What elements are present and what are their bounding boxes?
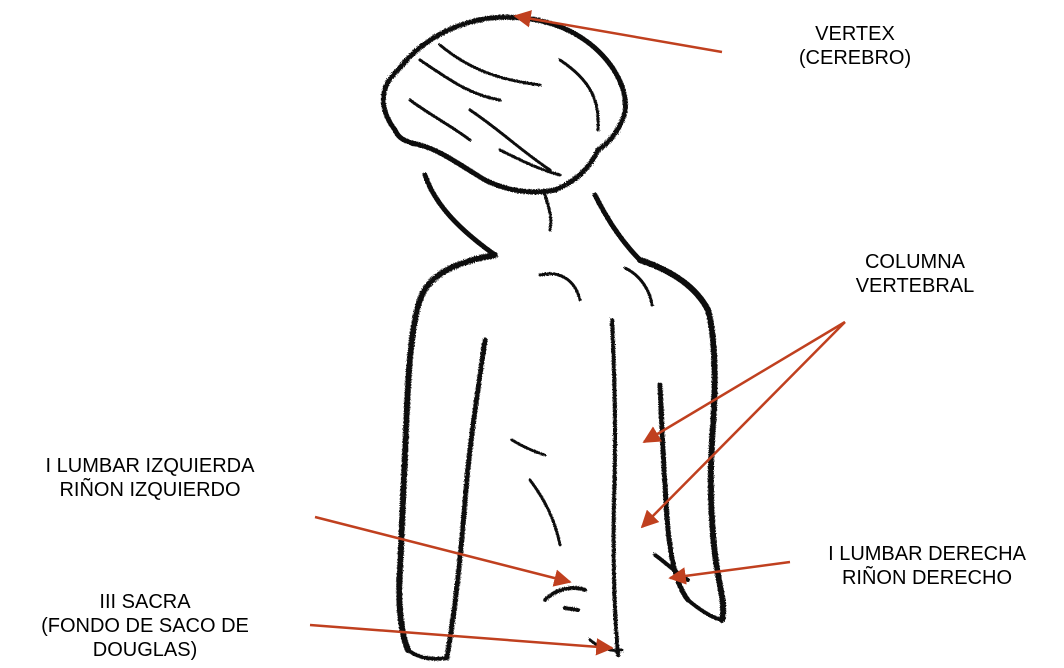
lower-back [545, 588, 585, 610]
right-hand [688, 600, 722, 620]
left-arm-inner [447, 340, 485, 658]
label-sacra-line-1: III SACRA [0, 590, 290, 614]
arrow-vertex [515, 16, 722, 52]
right-scapula [625, 268, 652, 305]
arrow-lumbar-izquierda [315, 517, 570, 582]
label-lumbar-izquierda-line-1: I LUMBAR IZQUIERDA [0, 454, 300, 478]
label-lumbar-derecha: I LUMBAR DERECHA RIÑON DERECHO [790, 542, 1064, 590]
label-vertex: VERTEX (CEREBRO) [770, 22, 940, 70]
neck-crease [545, 195, 551, 230]
left-shoulder [399, 255, 495, 650]
arrows [310, 16, 845, 648]
left-hand [408, 650, 447, 659]
figure-sketch [383, 17, 723, 658]
label-columna-line-2: VERTEBRAL [815, 274, 1015, 298]
label-lumbar-derecha-line-2: RIÑON DERECHO [790, 566, 1064, 590]
label-sacra: III SACRA (FONDO DE SACO DE DOUGLAS) [0, 590, 290, 662]
label-columna-vertebral: COLUMNA VERTEBRAL [815, 250, 1015, 298]
hair-outline [383, 17, 625, 192]
label-columna-line-1: COLUMNA [815, 250, 1015, 274]
label-sacra-line-2: (FONDO DE SACO DE [0, 614, 290, 638]
left-scapula [540, 274, 580, 300]
arrow-lumbar-derecha [670, 562, 790, 578]
label-lumbar-derecha-line-1: I LUMBAR DERECHA [790, 542, 1064, 566]
neck-right [595, 195, 640, 260]
arrow-sacra [310, 625, 612, 648]
label-vertex-line-2: (CEREBRO) [770, 46, 940, 70]
ribs [512, 440, 622, 651]
spine [612, 320, 618, 655]
label-lumbar-izquierda: I LUMBAR IZQUIERDA RIÑON IZQUIERDO [0, 454, 300, 502]
label-lumbar-izquierda-line-2: RIÑON IZQUIERDO [0, 478, 300, 502]
neck-left [425, 175, 495, 255]
label-sacra-line-3: DOUGLAS) [0, 638, 290, 662]
label-vertex-line-1: VERTEX [770, 22, 940, 46]
hair-strands [410, 45, 598, 175]
right-shoulder [640, 260, 723, 620]
